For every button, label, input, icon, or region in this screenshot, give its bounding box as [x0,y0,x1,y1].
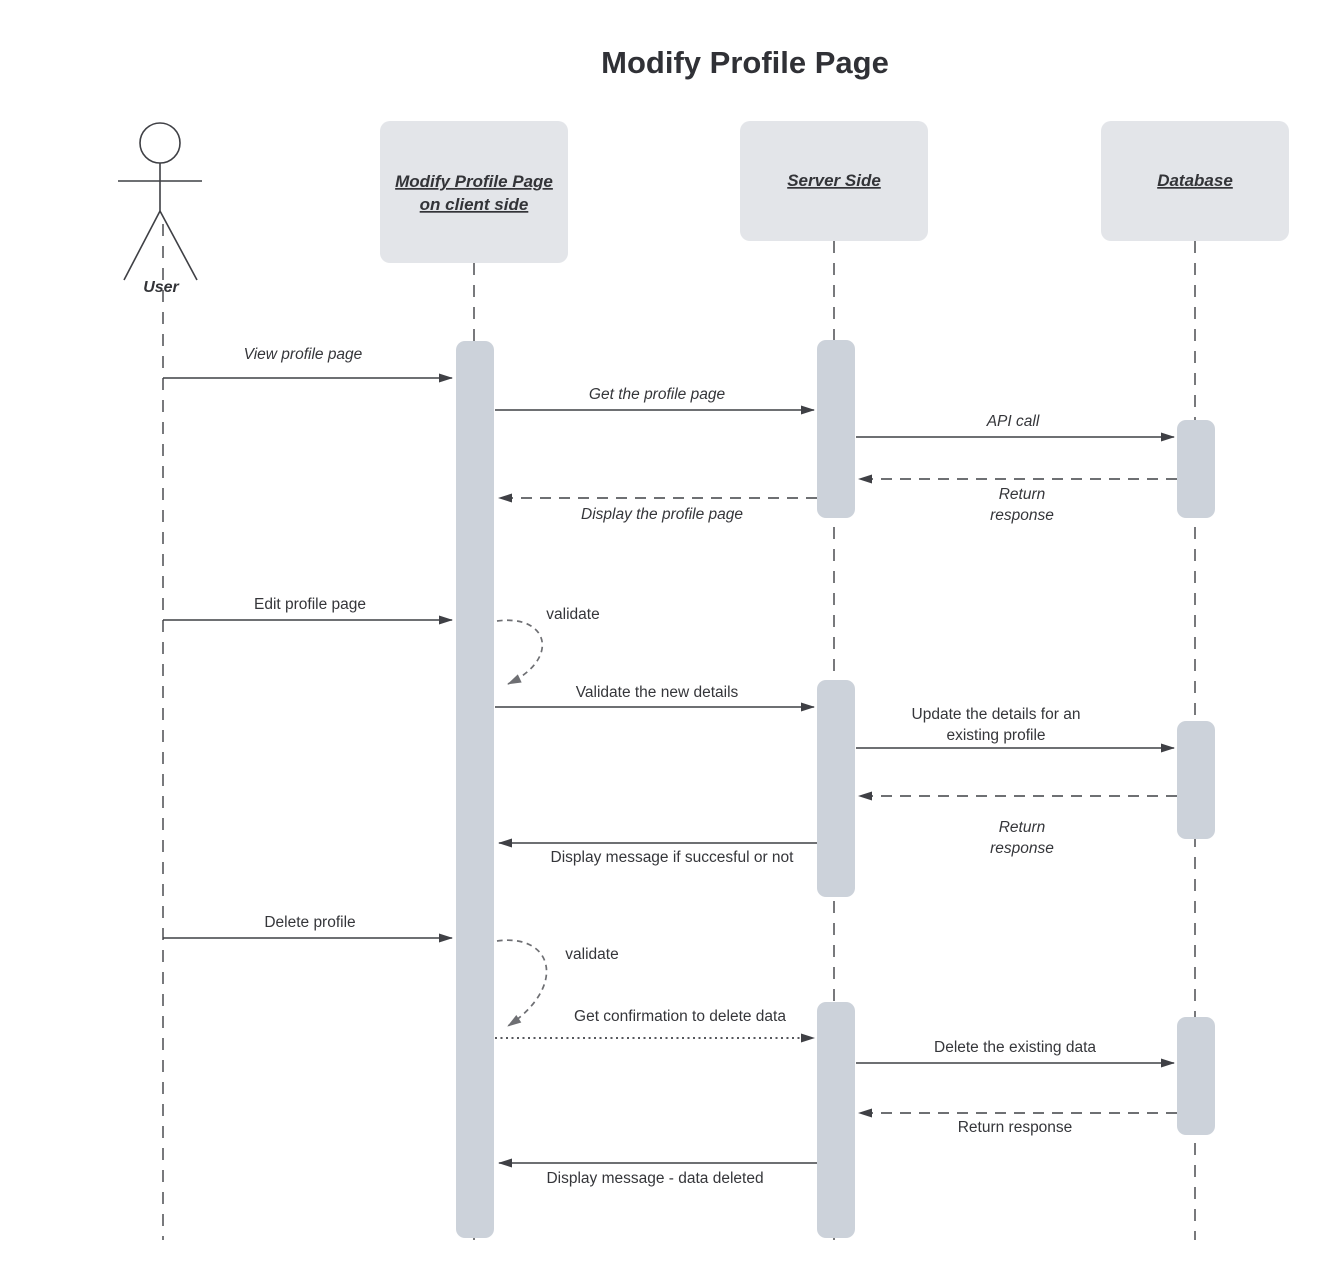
activation-database-3 [1177,1017,1215,1135]
lifeline-header-database-label: Database [1157,171,1233,190]
activation-server-2 [817,680,855,897]
lifeline-header-server [740,121,928,241]
actor-leg-right [159,210,198,281]
message-get-confirmation-label: Get confirmation to delete data [574,1008,786,1025]
actor-user-figure [118,122,202,281]
activation-server-3 [817,1002,855,1238]
lifeline-header-client-label-line1: Modify Profile Page [395,172,553,191]
activation-client [456,341,494,1238]
arrow-validate-1-loop [496,619,544,685]
message-return-response-2-line1: Return [999,819,1046,836]
actor-head [139,122,181,164]
activation-database-2 [1177,721,1215,839]
activation-server-1 [817,340,855,518]
message-validate-1-label: validate [546,606,599,623]
message-get-profile-label: Get the profile page [589,386,726,403]
lifeline-header-database [1101,121,1289,241]
message-view-profile-label: View profile page [244,346,363,363]
message-display-profile-label: Display the profile page [581,506,743,523]
page-title: Modify Profile Page [601,45,889,80]
message-api-call-label: API call [986,413,1040,430]
message-return-response-2-line2: response [990,840,1054,857]
message-validate-details-label: Validate the new details [576,684,739,701]
activation-database-1 [1177,420,1215,518]
message-update-details-line2: existing profile [946,727,1045,744]
message-validate-2-label: validate [565,946,618,963]
message-edit-profile-label: Edit profile page [254,596,366,613]
actor-label: User [143,279,179,296]
message-display-message-success-label: Display message if succesful or not [551,849,795,866]
message-delete-profile-label: Delete profile [264,914,355,931]
arrow-validate-2-loop [496,939,548,1027]
message-delete-data-label: Delete the existing data [934,1039,1096,1056]
message-update-details-line1: Update the details for an [912,706,1081,723]
lifeline-header-server-label: Server Side [787,171,881,190]
lifeline-header-client-label-line2: on client side [420,195,529,214]
message-return-response-1-line2: response [990,507,1054,524]
message-display-message-deleted-label: Display message - data deleted [546,1170,763,1187]
message-return-response-3-label: Return response [958,1119,1073,1136]
lifeline-header-client [380,121,568,263]
message-return-response-1-line1: Return [999,486,1046,503]
actor-leg-left [123,210,161,281]
